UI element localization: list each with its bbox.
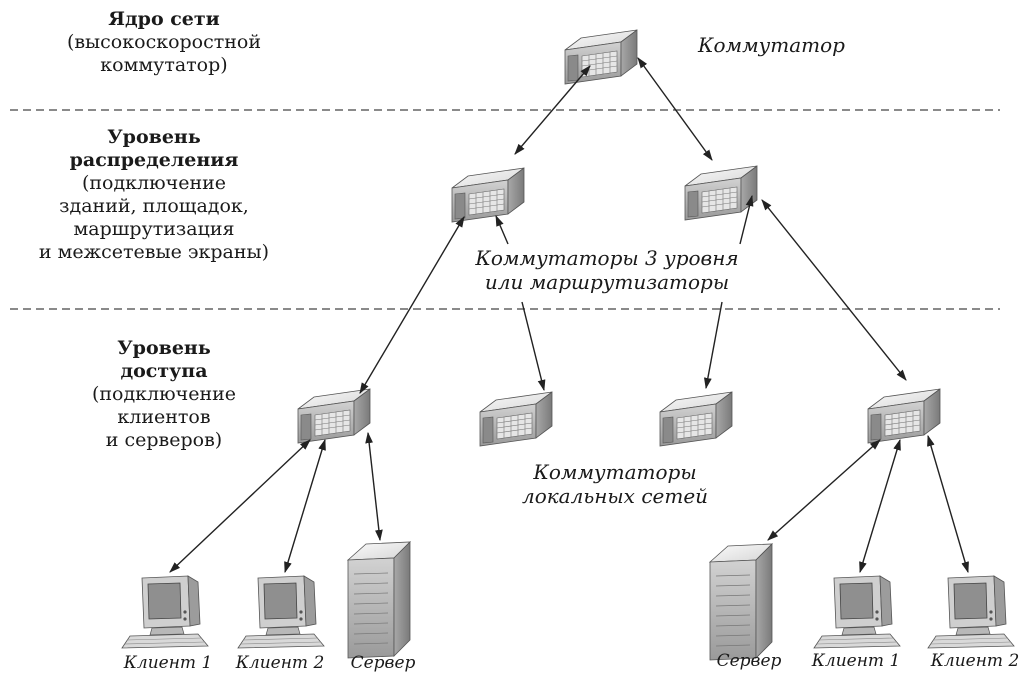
access-switch-right-icon <box>867 388 941 444</box>
pointer-l3-label-right <box>739 194 754 245</box>
core-switch-icon <box>564 29 638 85</box>
lan-switches-label-line-2: локальных сетей <box>521 484 709 508</box>
client-2-left-icon <box>237 575 325 649</box>
l3-switches-label: Коммутаторы 3 уровня или маршрутизаторы <box>452 246 762 294</box>
distribution-level-desc-line-3: маршрутизация <box>73 218 235 240</box>
caption-server-right: Сервер <box>716 651 782 671</box>
client-1-left-icon <box>121 575 209 649</box>
access-level-desc-line-3: и серверов) <box>105 429 223 451</box>
access-level-desc-line-2: клиентов <box>117 406 211 428</box>
lan-switch-center-left-icon <box>479 391 553 447</box>
lan-switches-label: Коммутаторы локальных сетей <box>510 460 720 508</box>
link-access-left-client-1 <box>169 439 311 573</box>
link-distribution-right-access-right <box>761 199 907 381</box>
client-1-right-icon <box>813 575 901 649</box>
pointer-l3-label-left <box>495 214 509 245</box>
pointer-lan-label-right <box>703 301 723 390</box>
distribution-level-desc-line-1: (подключение <box>81 172 227 194</box>
core-level-desc-line-1: (высокоскоростной <box>66 31 262 53</box>
distribution-level-title-line-1: Уровень <box>107 126 201 148</box>
link-access-right-client-2 <box>927 434 969 574</box>
link-access-right-client-1 <box>859 438 901 574</box>
distribution-level-desc-line-4: и межсетевые экраны) <box>38 241 270 263</box>
distribution-level-description: Уровень распределения (подключение здани… <box>4 126 304 264</box>
link-core-distribution-left <box>514 65 591 155</box>
access-level-desc-line-1: (подключение <box>91 383 237 405</box>
core-level-title: Ядро сети <box>108 8 220 30</box>
distribution-level-title-line-2: распределения <box>69 149 239 171</box>
core-level-desc-line-2: коммутатор) <box>100 54 228 76</box>
core-switch-label: Коммутатор <box>698 33 845 57</box>
caption-client-2-left: Клиент 2 <box>235 653 325 673</box>
distribution-switch-right-icon <box>684 165 758 221</box>
link-access-right-server <box>767 439 881 541</box>
link-core-distribution-right <box>637 57 713 161</box>
distribution-level-desc-line-2: зданий, площадок, <box>59 195 249 217</box>
server-left-icon <box>347 541 411 659</box>
access-level-title-line-1: Уровень <box>117 337 211 359</box>
caption-client-1-right: Клиент 1 <box>811 651 901 671</box>
l3-switches-label-line-1: Коммутаторы 3 уровня <box>475 246 739 270</box>
access-level-description: Уровень доступа (подключение клиентов и … <box>14 337 314 452</box>
lan-switch-center-right-icon <box>659 391 733 447</box>
l3-switches-label-line-2: или маршрутизаторы <box>484 270 730 294</box>
distribution-switch-left-icon <box>451 167 525 223</box>
core-level-description: Ядро сети (высокоскоростной коммутатор) <box>14 8 314 77</box>
access-level-title-line-2: доступа <box>120 360 208 382</box>
link-access-left-server <box>365 431 383 542</box>
link-access-left-client-2 <box>284 438 326 574</box>
link-distribution-left-access-left <box>359 216 465 394</box>
pointer-lan-label-left <box>521 301 546 392</box>
caption-server-left: Сервер <box>350 653 416 673</box>
client-2-right-icon <box>927 575 1015 649</box>
caption-client-2-right: Клиент 2 <box>930 651 1020 671</box>
server-right-icon <box>709 543 773 661</box>
caption-client-1-left: Клиент 1 <box>123 653 213 673</box>
lan-switches-label-line-1: Коммутаторы <box>533 460 697 484</box>
